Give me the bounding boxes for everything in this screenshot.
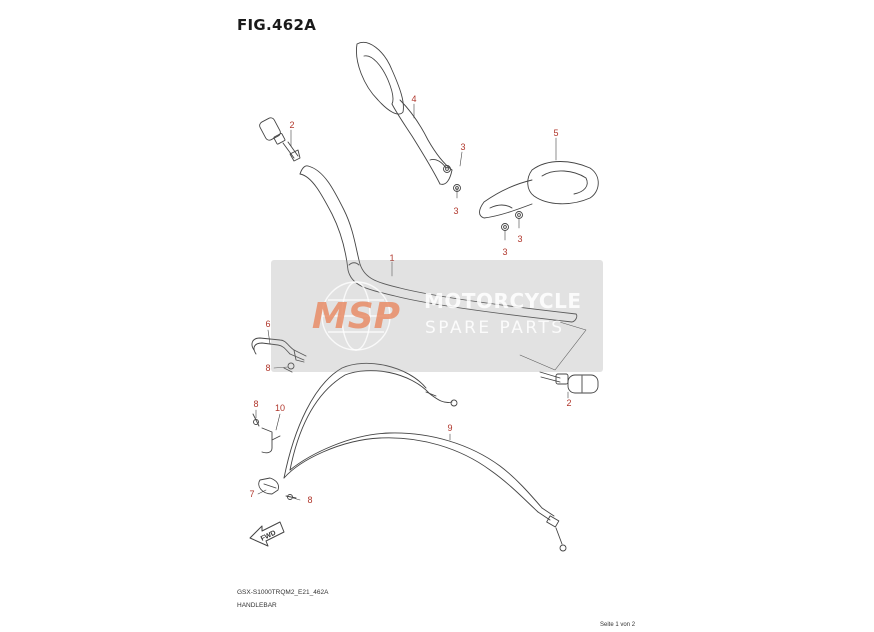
part-label-10: 10 (275, 403, 285, 413)
part-label-2-right: 2 (566, 398, 571, 408)
part-label-9: 9 (447, 423, 452, 433)
model-code: GSX-S1000TRQM2_E21_462A (237, 589, 329, 596)
bar-end-weight-top (259, 117, 301, 162)
part-label-4: 4 (411, 94, 416, 104)
part-label-5: 5 (553, 128, 558, 138)
section-name: HANDLEBAR (237, 602, 277, 609)
leader-lines (255, 103, 587, 501)
cable-holder (258, 477, 297, 500)
part-label-6: 6 (265, 319, 270, 329)
fwd-label: FWD (260, 530, 277, 543)
mirror-right (479, 161, 599, 219)
part-label-3-c: 3 (517, 234, 522, 244)
part-label-3-a: 3 (460, 142, 465, 152)
part-label-3-d: 3 (502, 247, 507, 257)
watermark-line2: SPARE PARTS (425, 318, 565, 338)
clutch-cable (283, 362, 458, 479)
part-label-8-a: 8 (265, 363, 270, 373)
bar-end-weight-right (539, 371, 599, 394)
part-label-1: 1 (389, 253, 394, 263)
hose-guide-bracket (251, 337, 307, 373)
cable-clamp (252, 413, 281, 454)
part-label-8-b: 8 (253, 399, 258, 409)
nut-hardware (443, 165, 523, 231)
figure-title: FIG.462A (237, 16, 317, 34)
part-label-2-top: 2 (289, 120, 294, 130)
handlebar-part (299, 165, 578, 323)
mirror-left (356, 42, 453, 185)
part-label-7: 7 (249, 489, 254, 499)
part-label-3-b: 3 (453, 206, 458, 216)
fwd-arrow-icon (249, 521, 285, 547)
throttle-cable (283, 432, 567, 552)
page-indicator: Seite 1 von 2 (600, 622, 636, 628)
part-label-8-c: 8 (307, 495, 312, 505)
watermark-logo-icon: MSP (312, 281, 400, 351)
watermark-logo-text: MSP (312, 296, 400, 337)
watermark-line1: MOTORCYCLE (424, 289, 582, 313)
